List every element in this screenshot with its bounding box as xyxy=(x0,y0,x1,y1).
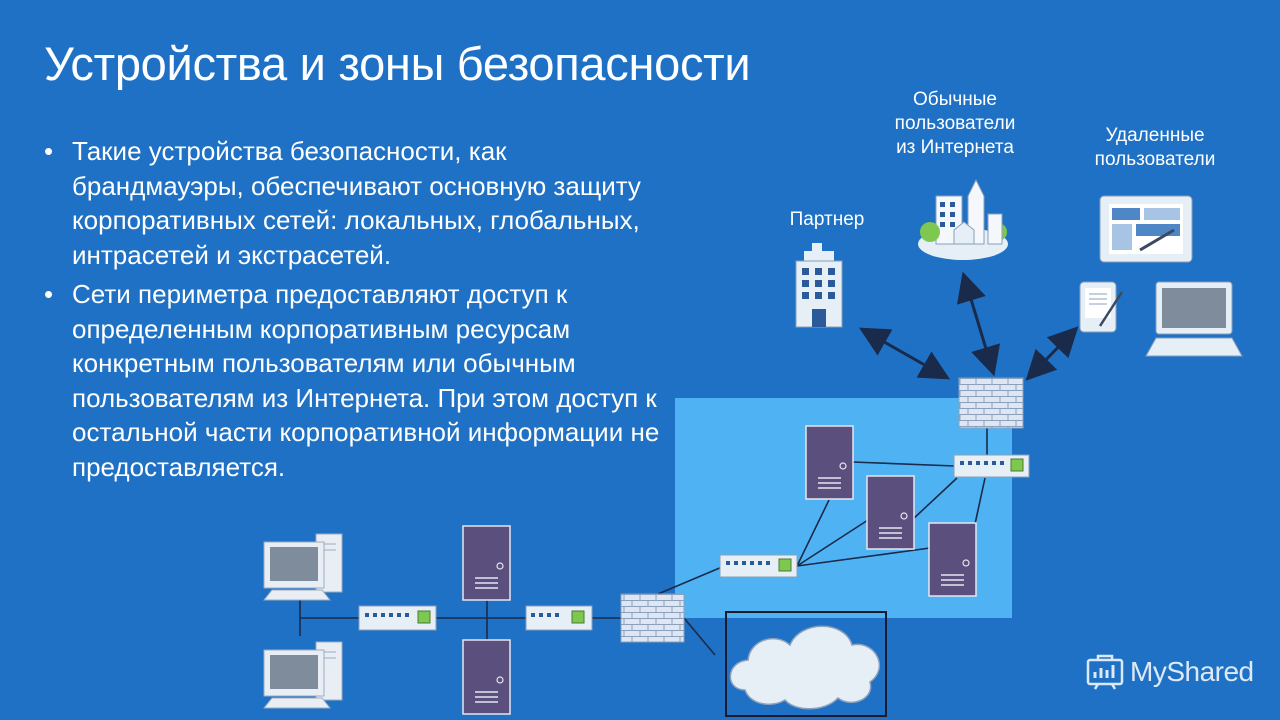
remote-users-label: Удаленные пользователи xyxy=(1060,124,1250,172)
switch-icon xyxy=(525,605,593,631)
server-icon xyxy=(805,425,854,500)
desktop-pc-icon xyxy=(262,641,343,709)
bullet-text: Такие устройства безопасности, как бранд… xyxy=(72,136,641,270)
presentation-board-icon xyxy=(1086,654,1124,690)
watermark: MyShared xyxy=(1086,654,1254,690)
partner-label: Партнер xyxy=(789,209,865,230)
arrow-to-remote xyxy=(1025,326,1079,381)
arrow-to-consumers xyxy=(956,271,1001,377)
switch-icon xyxy=(719,554,798,578)
server-icon xyxy=(462,639,511,715)
desktop-pc-icon xyxy=(262,533,343,601)
laptop-icon xyxy=(1145,281,1243,357)
tablet-pc-icon xyxy=(1099,195,1193,263)
switch-icon xyxy=(953,454,1030,478)
firewall-icon xyxy=(620,593,685,643)
firewall-icon xyxy=(958,377,1024,429)
server-icon xyxy=(866,475,915,550)
slide-title: Устройства и зоны безопасности xyxy=(44,37,751,90)
consumers-label-line: пользователи xyxy=(894,113,1016,134)
pda-icon xyxy=(1079,281,1124,333)
watermark-text: MyShared xyxy=(1130,656,1254,687)
remote-users-label-line: пользователи xyxy=(1094,149,1216,170)
building-icon xyxy=(795,243,843,328)
bullet-item: • Сети периметра предоставляют доступ к … xyxy=(44,277,684,484)
arrow-to-partner xyxy=(858,327,951,380)
server-icon xyxy=(928,522,977,597)
bullet-list: • Такие устройства безопасности, как бра… xyxy=(44,134,684,489)
consumers-label-line: из Интернета xyxy=(896,137,1014,158)
remote-users-label-line: Удаленные xyxy=(1105,125,1205,146)
switch-icon xyxy=(358,605,437,631)
server-icon xyxy=(462,525,511,601)
bullet-item: • Такие устройства безопасности, как бра… xyxy=(44,134,684,272)
bullet-text: Сети периметра предоставляют доступ к оп… xyxy=(72,279,660,482)
cloud-icon xyxy=(729,625,881,710)
cloud-frame xyxy=(725,611,887,717)
consumers-label-line: Обычные xyxy=(913,89,997,110)
bullet-marker: • xyxy=(44,279,54,309)
arrows xyxy=(858,271,1079,381)
consumers-label: Обычные пользователи из Интернета xyxy=(860,88,1050,160)
city-icon xyxy=(918,178,1008,260)
bullet-marker: • xyxy=(44,136,54,166)
